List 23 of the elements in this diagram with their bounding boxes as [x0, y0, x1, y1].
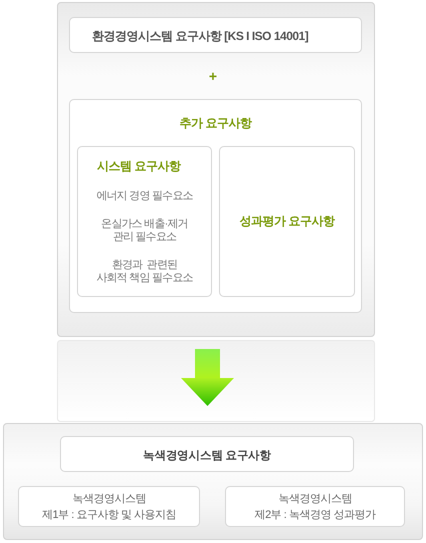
result-panel	[3, 423, 423, 540]
requirements-panel	[57, 2, 375, 337]
system-requirements-box	[77, 146, 212, 297]
standard-title-box	[60, 436, 354, 472]
title-text: 녹색경영시스템	[72, 492, 146, 506]
title-text: 녹색경영시스템	[278, 492, 352, 506]
title-text: 환경경영시스템 요구사항 [KS I ISO 14001]	[91, 28, 310, 44]
standard-part-box	[18, 486, 200, 527]
heading-text: 성과평가 요구사항	[240, 213, 334, 230]
additional-requirements-box	[69, 99, 362, 313]
item-text: 에너지 경영 필수요소	[95, 190, 194, 203]
heading-text: 시스템 요구사항	[96, 158, 182, 175]
subtitle-text: 제1부 : 요구사항 및 사용지침	[42, 508, 176, 522]
down-arrow	[181, 349, 234, 406]
heading-text: 추가 요구사항	[178, 115, 253, 132]
plus-sign: +	[208, 69, 218, 83]
subtitle-text: 제2부 : 녹색경영 성과평가	[254, 508, 376, 522]
item-text: 환경과 관련된 사회적 책임 필수요소	[96, 259, 193, 285]
item-text: 온실가스 배출·제거 관리 필수요소	[101, 218, 188, 244]
title-text: 녹색경영시스템 요구사항	[142, 448, 272, 462]
standard-part-box	[225, 486, 405, 527]
standard-title-box	[69, 17, 362, 53]
performance-requirements-box	[219, 146, 355, 297]
